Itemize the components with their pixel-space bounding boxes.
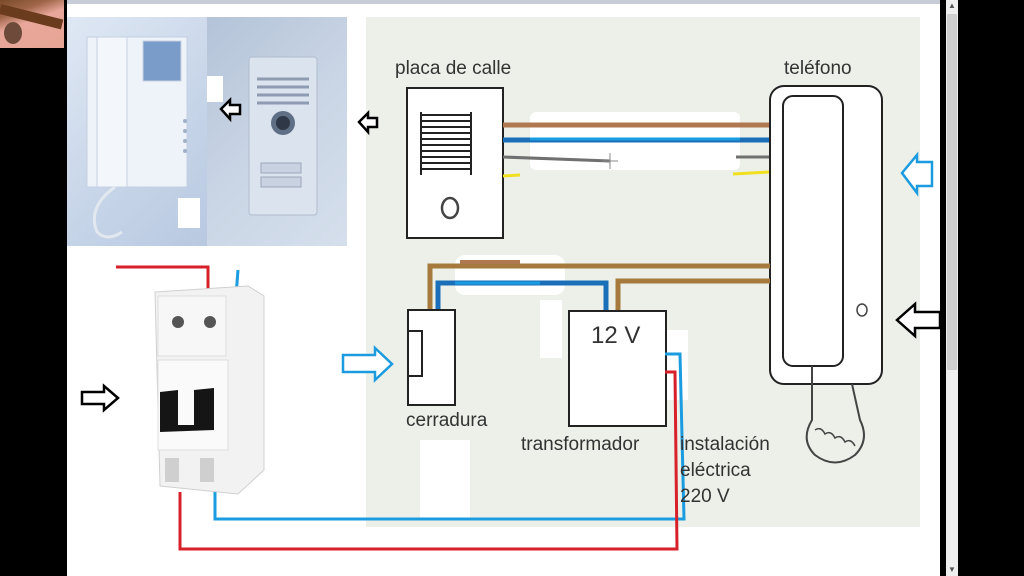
breaker-screw-right [204, 316, 216, 328]
wire-neutral-blue [213, 352, 686, 521]
phone-drawing [769, 85, 883, 464]
transformer-label: transformador [521, 434, 640, 455]
vertical-scrollbar[interactable]: ▲ ▼ [946, 0, 958, 576]
wire-gray-left [502, 155, 611, 163]
monitor-buttons [183, 119, 187, 153]
monitor-cord [92, 185, 123, 239]
street-panel-grille [420, 112, 472, 175]
wire-tan-top [427, 263, 770, 310]
scroll-up-icon[interactable]: ▲ [948, 1, 956, 10]
circuit-breaker-drawing [154, 285, 265, 495]
door-panel-photo [207, 17, 347, 246]
panel-camera-lens [276, 116, 290, 130]
arrow-to-lock-icon [341, 345, 394, 383]
phone-coiled-cord [805, 366, 865, 464]
mains-label-line2: eléctrica [680, 460, 751, 481]
arrow-to-phone-button-icon [895, 301, 942, 339]
wire-yellow-left [502, 173, 521, 178]
arrow-to-door-panel-icon [357, 109, 379, 136]
top-wire-bundle [502, 122, 771, 178]
wire-yellow-right [732, 170, 771, 176]
monitor-screen [142, 40, 182, 82]
monitor-handset [96, 36, 128, 188]
scroll-down-icon[interactable]: ▼ [948, 565, 956, 574]
phone-handset [782, 95, 844, 367]
wire-phase-red [178, 370, 679, 551]
panel-buttons [260, 162, 302, 188]
lower-wire-bundle [427, 260, 770, 311]
arrow-to-breaker-icon [80, 383, 120, 413]
breaker-screw-left [172, 316, 184, 328]
webcam-presenter-head [4, 22, 22, 44]
mains-label-line3: 220 V [680, 486, 730, 507]
panel-speaker-grille [257, 77, 309, 105]
transformer-drawing [568, 310, 667, 427]
street-panel-label: placa de calle [395, 58, 512, 79]
street-panel-drawing [406, 87, 504, 239]
lock-drawing [407, 309, 456, 406]
phone-label: teléfono [784, 58, 852, 79]
arrow-to-monitor-icon [219, 96, 242, 123]
street-panel-button [440, 196, 460, 220]
arrow-to-phone-audio-icon [900, 151, 934, 197]
mains-label-line1: instalación [680, 434, 770, 455]
slide-top-border [67, 0, 940, 4]
presenter-webcam [0, 0, 64, 48]
cursor-crosshair-icon [602, 153, 618, 169]
transformer-voltage-label: 12 V [591, 322, 641, 349]
breaker-toggle [160, 388, 214, 432]
lock-label: cerradura [406, 410, 488, 431]
lock-bolt [407, 330, 423, 377]
wire-breaker-input-red [116, 265, 210, 296]
phone-button [856, 303, 868, 317]
wire-tan-bottom [615, 278, 770, 311]
scrollbar-thumb[interactable] [947, 14, 957, 370]
